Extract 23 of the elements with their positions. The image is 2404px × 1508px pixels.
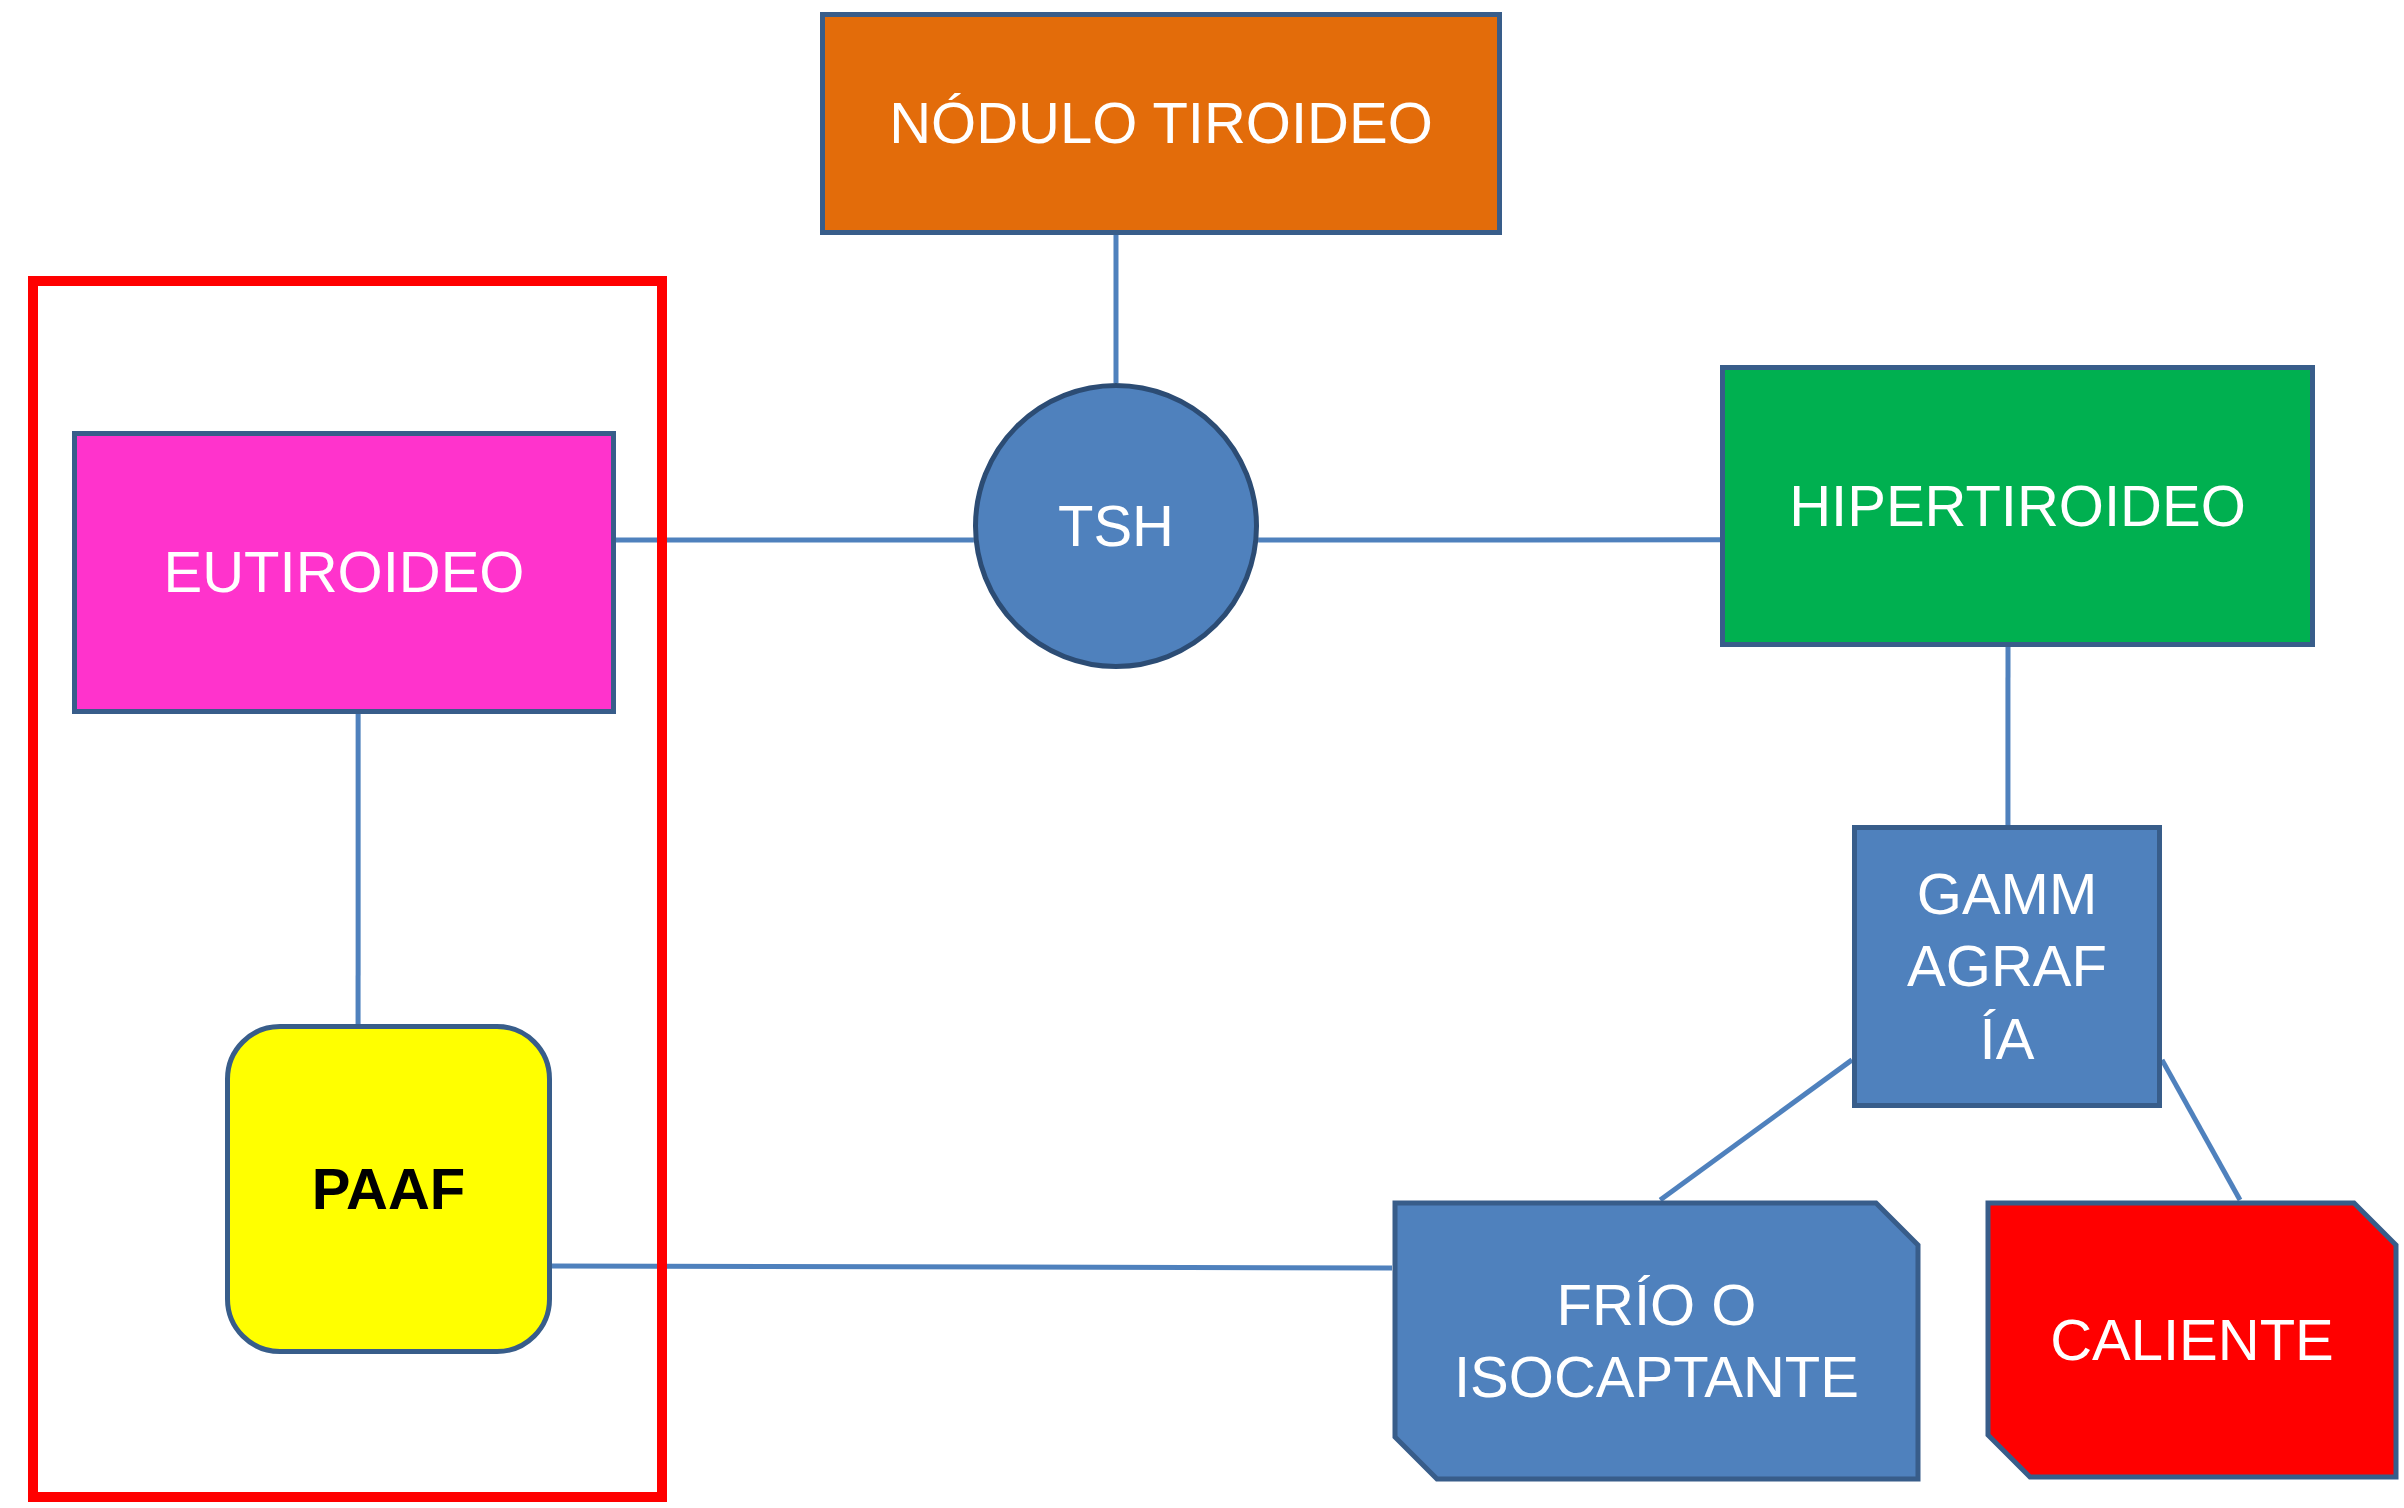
- box-frame: [28, 276, 667, 1502]
- node-label: EUTIROIDEO: [163, 538, 525, 607]
- node-label: NÓDULO TIROIDEO: [889, 89, 1433, 158]
- connector-line: [1258, 537, 1720, 543]
- node-label: FRÍO O ISOCAPTANTE: [1453, 1270, 1860, 1411]
- connector-line: [616, 537, 974, 543]
- connector-line: [2005, 647, 2011, 825]
- node-label: TSH: [1058, 491, 1174, 560]
- node-label: GAMMAGRAFÍA: [1906, 859, 2108, 1073]
- connector-line: [1113, 235, 1119, 383]
- process-box: [1720, 365, 2315, 647]
- node-label: CALIENTE: [2050, 1305, 2334, 1374]
- process-box: [225, 1024, 552, 1354]
- node-label: HIPERTIROIDEO: [1789, 471, 2246, 540]
- process-box: [820, 12, 1502, 235]
- process-box: [72, 431, 616, 714]
- connector-line: [1658, 1057, 1854, 1203]
- node-label: PAAF: [311, 1154, 466, 1223]
- process-box: [1392, 1200, 1921, 1482]
- connector-line: [552, 1263, 1392, 1271]
- process-box: [1852, 825, 2162, 1108]
- connector-line: [355, 714, 361, 1024]
- process-box: [1985, 1200, 2399, 1480]
